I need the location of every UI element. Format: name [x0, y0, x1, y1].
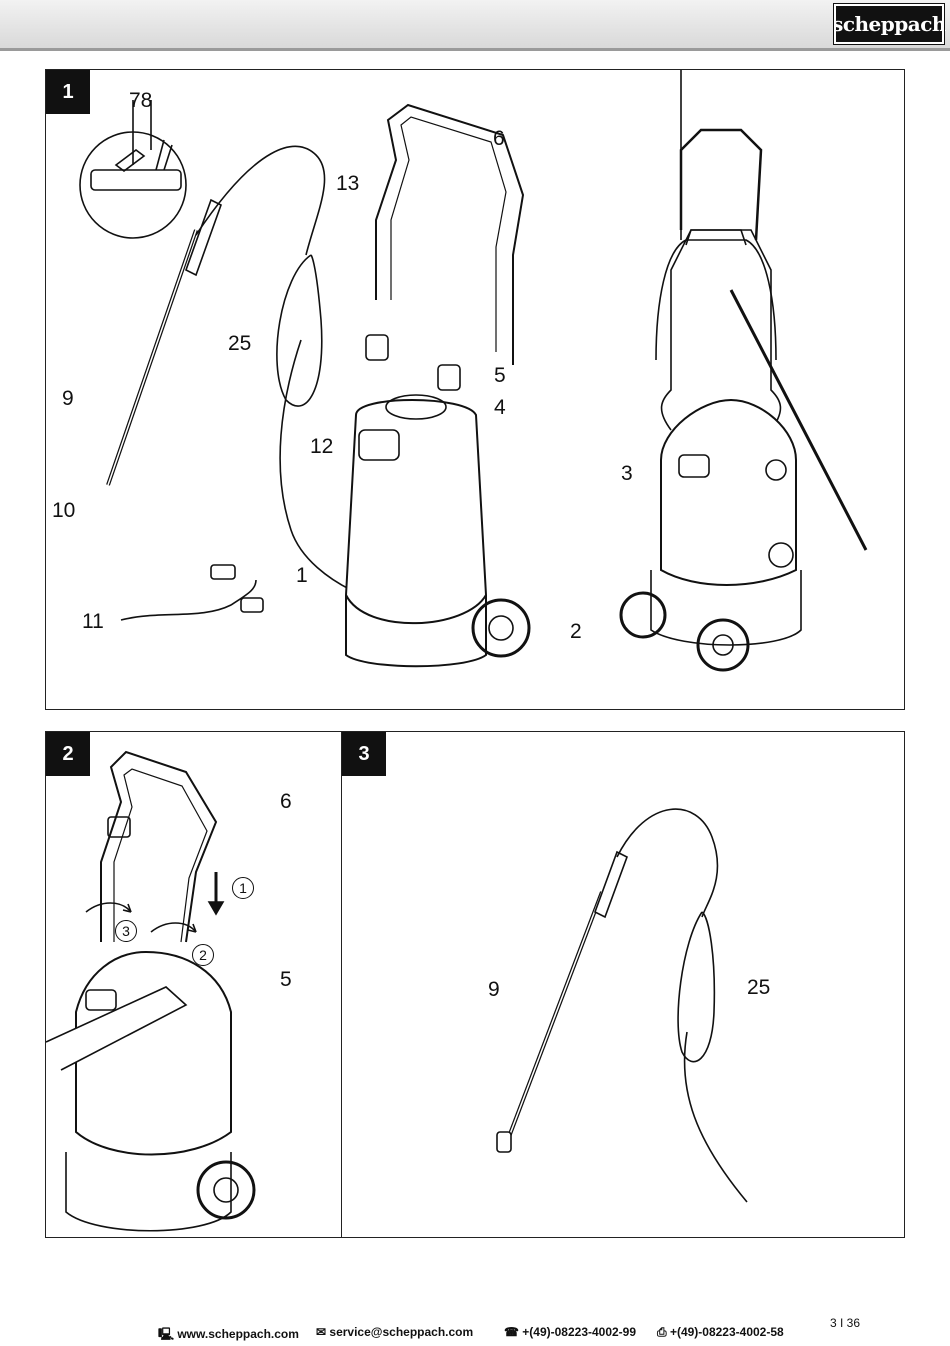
fax-number: ⎙ +(49)-08223-4002-58 [657, 1325, 784, 1339]
label-5: 5 [494, 364, 506, 387]
label-6: 6 [493, 127, 505, 150]
label-25: 25 [228, 332, 252, 355]
label-5: 5 [280, 968, 292, 991]
step-2-marker: 2 [192, 944, 214, 966]
step-1-marker: 1 [232, 877, 254, 899]
label-2: 2 [570, 620, 582, 643]
figure-1-panel: 1 [45, 69, 905, 710]
label-12: 12 [310, 435, 334, 458]
figure-3-badge: 3 [342, 732, 386, 776]
figure-2-badge: 2 [46, 732, 90, 776]
sprayer-exploded-illustration [79, 70, 868, 672]
handle-assembly-illustration [46, 750, 256, 1232]
label-1: 1 [296, 564, 308, 587]
label-13: 13 [336, 172, 360, 195]
figure-1-badge: 1 [46, 70, 90, 114]
label-78: 78 [129, 89, 153, 112]
label-11: 11 [82, 610, 104, 633]
label-10: 10 [52, 499, 76, 522]
email-link[interactable]: ✉ service@scheppach.com [316, 1325, 474, 1339]
lance-and-hose-illustration [496, 808, 748, 1203]
step-3-marker: 3 [115, 920, 137, 942]
label-9: 9 [488, 978, 500, 1001]
footer-contact: 🖳 www.scheppach.com ✉ service@scheppach.… [0, 1319, 950, 1343]
label-9: 9 [62, 387, 74, 410]
label-25: 25 [747, 976, 771, 999]
label-4: 4 [494, 396, 506, 419]
figure-3-panel: 3 9 25 [341, 731, 905, 1238]
page-number: 3 I 36 [830, 1316, 861, 1330]
header-bar: scheppach [0, 0, 950, 51]
label-3: 3 [621, 462, 633, 485]
website-link[interactable]: 🖳 www.scheppach.com [158, 1327, 299, 1341]
phone-number: ☎ +(49)-08223-4002-99 [504, 1325, 637, 1339]
figure-2-panel: 2 6 5 1 2 3 [45, 731, 345, 1238]
label-6: 6 [280, 790, 292, 813]
scheppach-logo: scheppach [832, 3, 946, 45]
